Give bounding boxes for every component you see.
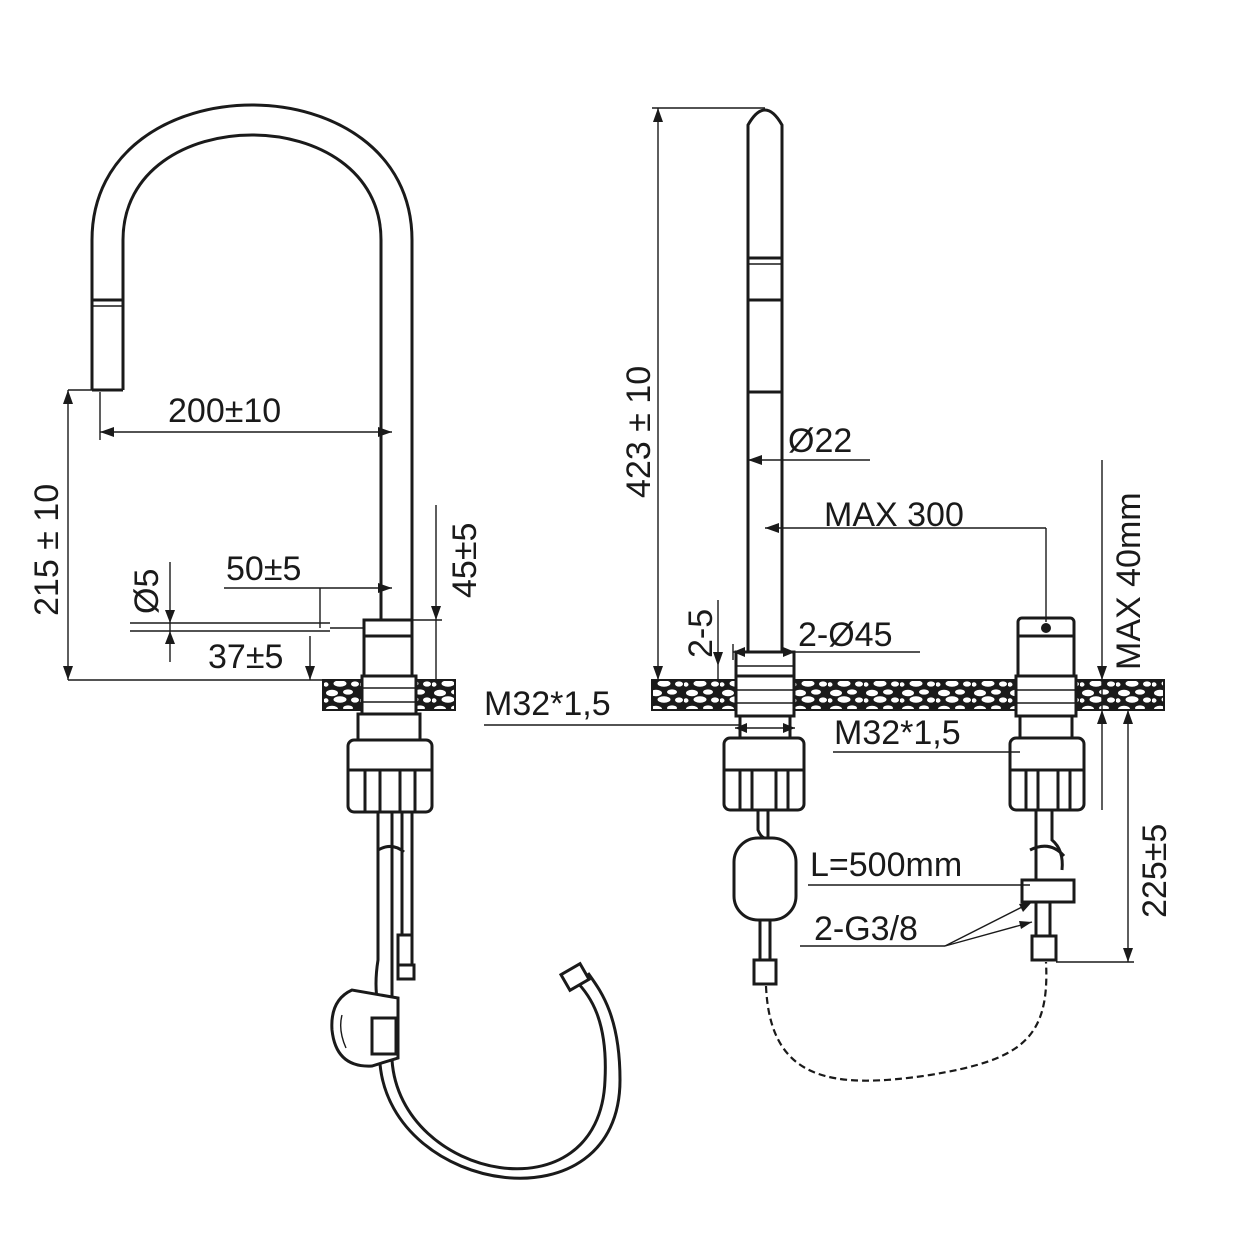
label-total-height: 423 ± 10 xyxy=(620,366,658,498)
label-thread-right: M32*1,5 xyxy=(834,714,961,752)
label-gap: 2-5 xyxy=(682,609,720,658)
label-offset-50: 50±5 xyxy=(226,550,301,588)
left-mounting-nut xyxy=(346,738,434,814)
label-diameter-5: Ø5 xyxy=(128,569,166,614)
label-hose-length: L=500mm xyxy=(810,846,962,884)
left-spout-inner xyxy=(121,133,383,620)
label-base-diameter: 2-Ø45 xyxy=(798,616,893,654)
label-max-thickness: MAX 40mm xyxy=(1110,492,1148,670)
right-faucet-view xyxy=(651,108,1165,1082)
label-body-height: 45±5 xyxy=(446,523,484,598)
right-control-box xyxy=(732,836,798,922)
label-spout-reach: 200±10 xyxy=(168,392,281,430)
right-spout xyxy=(746,108,784,678)
label-max-spacing: MAX 300 xyxy=(824,496,964,534)
right-sensor-cable xyxy=(764,961,1048,1082)
left-spout-outer xyxy=(90,103,414,620)
label-spout-height: 215 ± 10 xyxy=(28,484,66,616)
left-dimensions xyxy=(63,389,740,726)
right-countertop xyxy=(651,679,1165,711)
label-hose-drop: 225±5 xyxy=(1136,824,1174,918)
dimension-labels: 200±10 215 ± 10 Ø5 50±5 45±5 37±5 M32*1,… xyxy=(28,366,1174,948)
label-thread-left: M32*1,5 xyxy=(484,685,611,723)
right-spout-nut xyxy=(722,736,806,812)
label-base-37: 37±5 xyxy=(208,638,283,676)
label-connection: 2-G3/8 xyxy=(814,910,918,948)
right-mixer-nut xyxy=(1008,736,1086,812)
left-faucet-view xyxy=(90,103,622,1180)
label-spout-diameter: Ø22 xyxy=(788,422,852,460)
left-hose xyxy=(390,978,607,1171)
left-faucet-body xyxy=(362,618,414,680)
right-dimensions xyxy=(652,107,1134,963)
